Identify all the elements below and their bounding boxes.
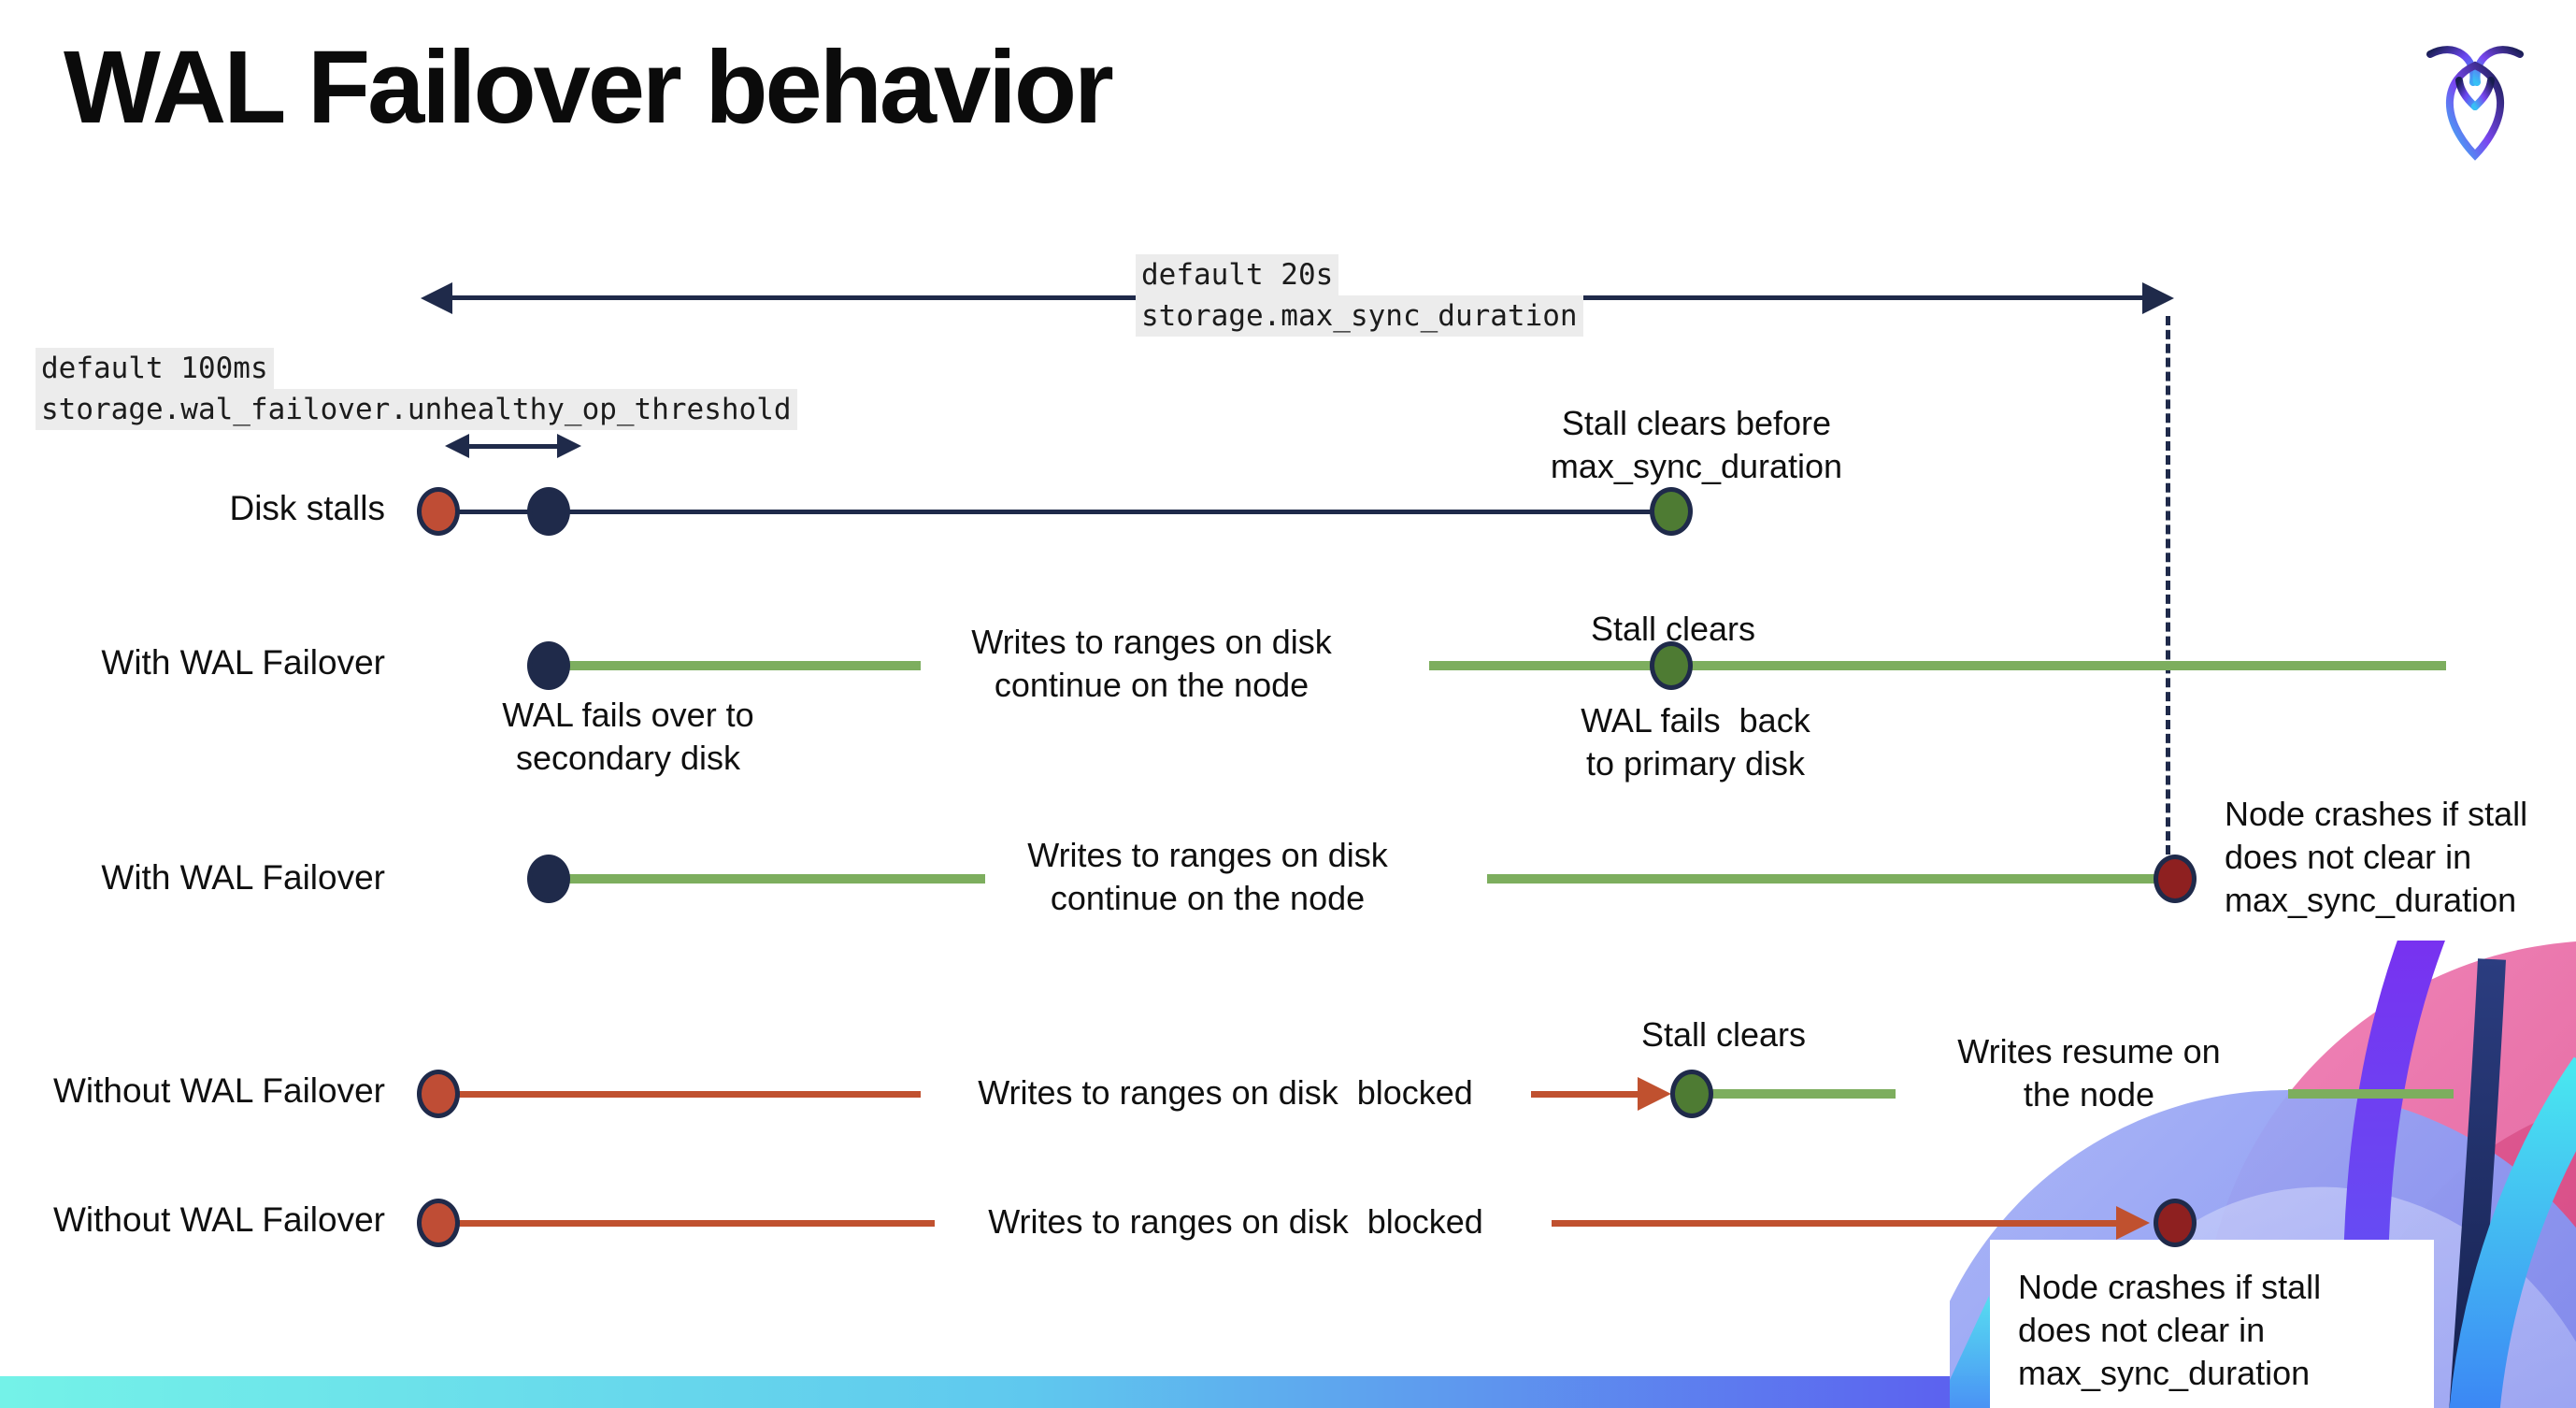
annotation-writes-blocked-row4: Writes to ranges on disk blocked — [978, 1073, 1473, 1112]
page-title: WAL Failover behavior — [64, 30, 1114, 145]
row-label-without-wal-failover-2: Without WAL Failover — [52, 1200, 385, 1239]
row4-green-line-b — [2288, 1089, 2454, 1099]
unhealthy-op-default-value: default 100ms — [36, 348, 274, 389]
row1-stall-clears-dot — [1650, 487, 1693, 536]
row2-green-line-b — [1429, 661, 2446, 670]
arrowhead-right-icon — [2142, 282, 2174, 314]
annotation-writes-continue-row3: Writes to ranges on disk continue on the… — [1027, 836, 1388, 917]
row1-stall-start-dot — [417, 487, 460, 536]
cockroach-logo-icon — [2426, 46, 2524, 161]
short-arrowhead-left-icon — [445, 434, 469, 458]
annotation-node-crashes-row3: Node crashes if stall does not clear in … — [2225, 795, 2528, 919]
max-sync-default-value: default 20s — [1136, 254, 1339, 295]
row4-red-line-b — [1531, 1091, 1641, 1098]
annotation-writes-blocked-row5: Writes to ranges on disk blocked — [988, 1202, 1483, 1241]
row4-green-line-a — [1703, 1089, 1896, 1099]
row4-stall-start-dot — [417, 1070, 460, 1118]
row-label-without-wal-failover-1: Without WAL Failover — [52, 1071, 385, 1110]
arrowhead-left-icon — [421, 282, 452, 314]
annotation-wal-fails-back: WAL fails back to primary disk — [1581, 701, 1810, 783]
row4-stall-clears-dot — [1670, 1070, 1713, 1118]
row2-failback-dot — [1650, 641, 1693, 690]
unhealthy-op-arrow-line — [465, 444, 559, 449]
row1-threshold-dot — [527, 487, 570, 536]
row2-green-line-a — [561, 661, 921, 670]
unhealthy-op-threshold-label: default 100ms storage.wal_failover.unhea… — [36, 348, 797, 430]
node-crashes-row5-box — [1990, 1240, 2434, 1408]
row1-timeline — [438, 510, 1671, 514]
max-sync-deadline-dashed-line — [2166, 316, 2170, 855]
row-label-with-wal-failover-1: With WAL Failover — [101, 643, 385, 682]
annotation-node-crashes-row5: Node crashes if stall does not clear in … — [2018, 1268, 2322, 1392]
row4-red-arrowhead-icon — [1638, 1077, 1671, 1111]
max-sync-setting-name: storage.max_sync_duration — [1136, 295, 1583, 337]
row3-crash-dot — [2154, 855, 2197, 903]
short-arrowhead-right-icon — [557, 434, 581, 458]
max-sync-duration-label: default 20s storage.max_sync_duration — [1136, 254, 1583, 337]
row-label-with-wal-failover-2: With WAL Failover — [101, 858, 385, 897]
row3-green-line-a — [561, 874, 985, 884]
annotation-stall-clears-row4: Stall clears — [1640, 1015, 1807, 1054]
row5-red-line-b — [1552, 1220, 2120, 1227]
annotation-stall-clears-before: Stall clears before max_sync_duration — [1550, 404, 1843, 485]
annotation-writes-continue-row2: Writes to ranges on disk continue on the… — [971, 623, 1332, 704]
row3-failover-dot — [527, 855, 570, 903]
row5-crash-dot — [2154, 1199, 2197, 1247]
annotation-stall-clears-row2: Stall clears — [1590, 610, 1756, 648]
row2-failover-dot — [527, 641, 570, 690]
annotation-wal-fails-over: WAL fails over to secondary disk — [502, 696, 754, 777]
row3-green-line-b — [1487, 874, 2166, 884]
annotation-writes-resume: Writes resume on the node — [1957, 1032, 2221, 1113]
row5-red-arrowhead-icon — [2116, 1206, 2150, 1240]
row4-red-line-a — [447, 1091, 921, 1098]
unhealthy-op-setting-name: storage.wal_failover.unhealthy_op_thresh… — [36, 389, 797, 430]
row-label-disk-stalls: Disk stalls — [229, 489, 385, 527]
row5-stall-start-dot — [417, 1199, 460, 1247]
row5-red-line-a — [447, 1220, 935, 1227]
